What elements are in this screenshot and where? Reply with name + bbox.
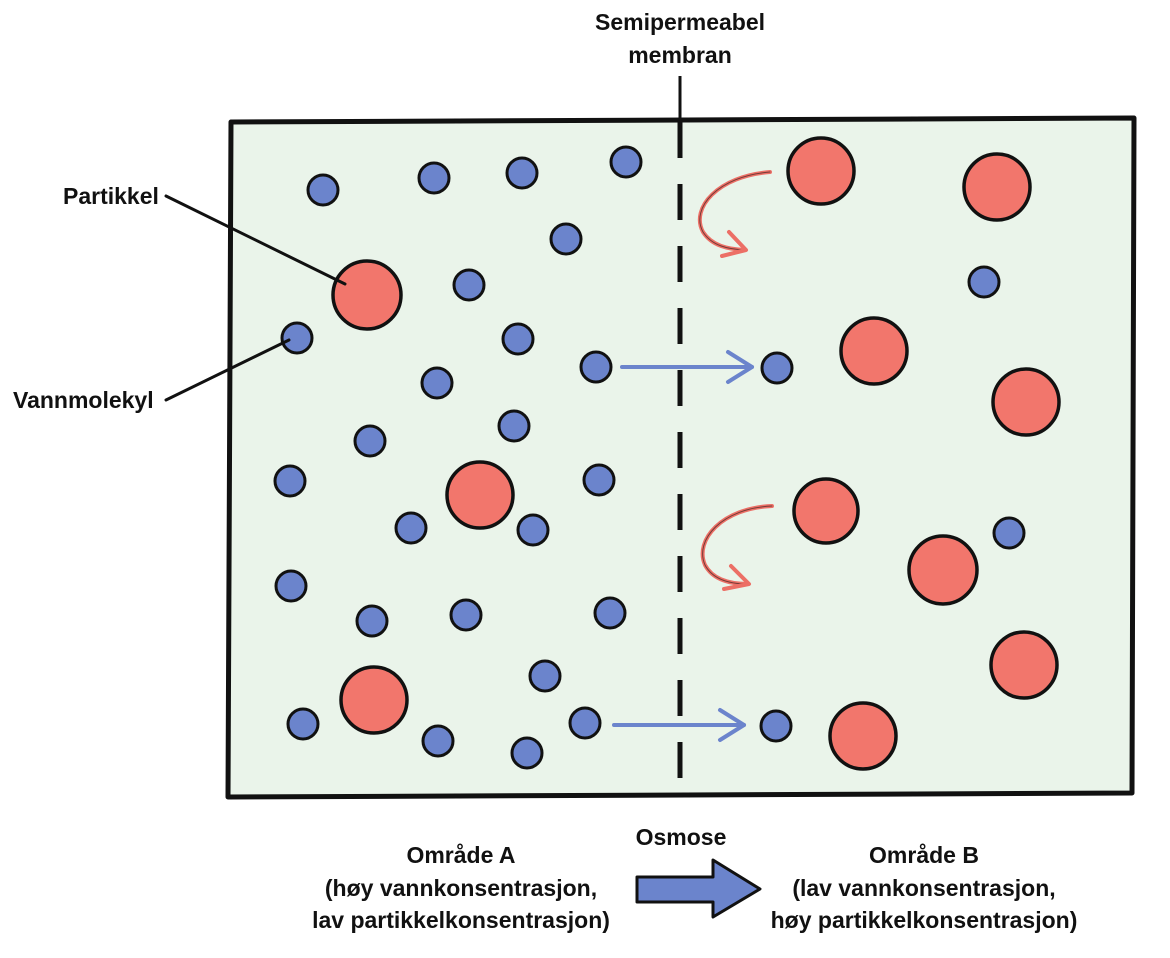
water-molecule <box>421 724 455 758</box>
water-molecule-label: Vannmolekyl <box>13 387 154 413</box>
water-molecule <box>420 366 454 400</box>
particles <box>331 136 1061 771</box>
particle-leader-line <box>164 194 347 286</box>
particle <box>989 630 1059 700</box>
water-molecule <box>417 161 451 195</box>
particle <box>828 701 898 771</box>
water-molecule <box>501 322 535 356</box>
water-molecule <box>353 424 387 458</box>
water-molecule <box>759 709 793 743</box>
water-molecule <box>286 707 320 741</box>
water-molecule <box>760 351 794 385</box>
water-molecule <box>582 463 616 497</box>
water-molecule <box>549 222 583 256</box>
water-molecule <box>528 659 562 693</box>
particle <box>839 316 909 386</box>
particle <box>907 534 979 606</box>
osmosis-label: Osmose <box>636 824 727 850</box>
water-molecules <box>273 145 1026 770</box>
water-molecule <box>355 604 389 638</box>
particle <box>792 477 860 545</box>
water-molecule <box>280 321 314 355</box>
particle <box>331 259 403 331</box>
water-molecule <box>505 156 539 190</box>
water-molecule <box>967 265 1001 299</box>
water-molecule <box>306 173 340 207</box>
water-molecule <box>992 516 1026 550</box>
water-molecule <box>593 596 627 630</box>
water-molecule <box>568 706 602 740</box>
water-molecule <box>449 598 483 632</box>
water-molecule <box>516 513 550 547</box>
water-molecule-leader-line <box>164 338 291 402</box>
membrane-label-line1: Semipermeabel <box>595 9 765 35</box>
particle <box>786 136 856 206</box>
area-a-title: Område A <box>406 842 515 868</box>
water-molecule <box>273 464 307 498</box>
area-b-title: Område B <box>869 842 979 868</box>
area-b-description-line1: (lav vannkonsentrasjon, <box>792 875 1055 901</box>
osmosis-direction-arrow <box>635 858 762 919</box>
water-passing-arrow-top <box>620 350 754 384</box>
water-molecule <box>394 511 428 545</box>
water-molecule <box>510 736 544 770</box>
particle <box>339 665 409 735</box>
particle <box>962 152 1032 222</box>
membrane-label-line2: membran <box>628 42 732 68</box>
particle-bounce-arrow-bottom <box>700 504 774 591</box>
water-molecule <box>274 569 308 603</box>
water-passing-arrow-bottom <box>612 708 746 742</box>
particle <box>991 367 1061 437</box>
area-b-description-line2: høy partikkelkonsentrasjon) <box>771 907 1078 933</box>
area-a-description-line2: lav partikkelkonsentrasjon) <box>312 907 610 933</box>
particle <box>445 460 515 530</box>
water-molecule <box>452 268 486 302</box>
particle-bounce-arrow-top <box>697 170 772 258</box>
area-a-description-line1: (høy vannkonsentrasjon, <box>325 875 597 901</box>
water-molecule <box>609 145 643 179</box>
water-molecule <box>497 409 531 443</box>
particle-label: Partikkel <box>63 183 159 209</box>
water-molecule <box>579 350 613 384</box>
